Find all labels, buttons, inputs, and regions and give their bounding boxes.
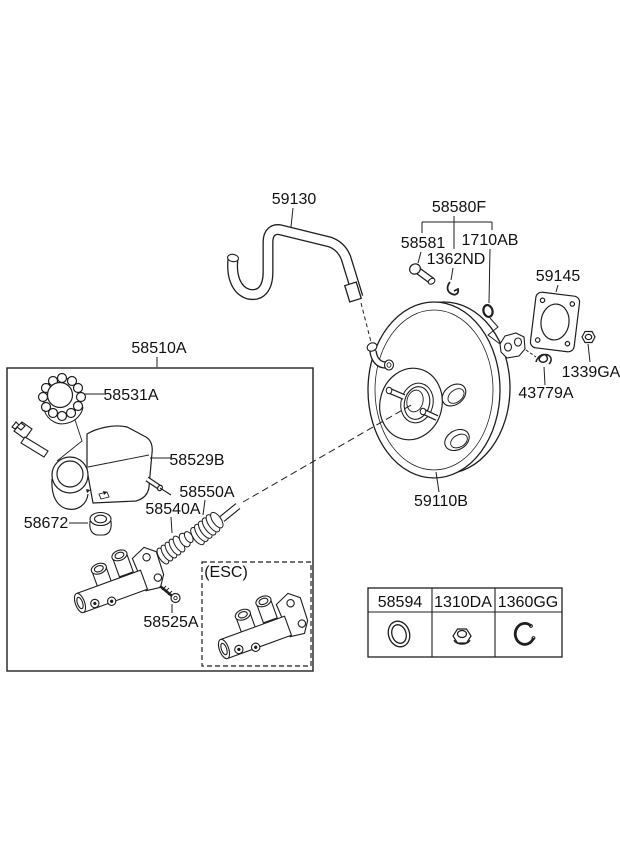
leader-zigzag bbox=[487, 317, 501, 345]
table-header-1310DA: 1310DA bbox=[434, 594, 492, 611]
master-cylinder-esc-drawing bbox=[206, 583, 313, 664]
hose-sleeve bbox=[343, 281, 363, 303]
leader-line bbox=[417, 251, 422, 264]
legend-table: 58594 1310DA 1360GG bbox=[367, 587, 563, 658]
level-sensor-plug bbox=[11, 421, 49, 458]
leader-line bbox=[290, 207, 294, 228]
reservoir-cap-drawing bbox=[37, 372, 87, 425]
booster-stud bbox=[385, 386, 406, 400]
part-label-58672: 58672 bbox=[24, 515, 69, 532]
part-label-1710AB: 1710AB bbox=[462, 232, 519, 249]
booster-stud bbox=[419, 407, 439, 421]
master-cylinder-drawing bbox=[62, 537, 169, 618]
nut-icon bbox=[581, 330, 596, 344]
leader-line bbox=[435, 471, 440, 493]
reservoir-drawing bbox=[51, 425, 172, 510]
part-label-58580F: 58580F bbox=[432, 199, 486, 216]
part-label-1339GA: 1339GA bbox=[562, 364, 620, 381]
check-valve bbox=[366, 342, 395, 371]
part-label-58581: 58581 bbox=[401, 235, 446, 252]
leader-line bbox=[587, 343, 591, 363]
part-label-58525A: 58525A bbox=[143, 614, 198, 631]
part-label-58540A: 58540A bbox=[145, 501, 200, 518]
esc-box bbox=[201, 561, 312, 667]
cap-position-line bbox=[56, 419, 83, 462]
leader-line bbox=[202, 499, 206, 516]
part-label-58510A: 58510A bbox=[131, 340, 186, 357]
o-ring-icon bbox=[482, 303, 494, 319]
wire-clip-icon bbox=[535, 353, 552, 365]
part-label-1362ND: 1362ND bbox=[427, 251, 486, 268]
gasket-drawing bbox=[529, 291, 581, 353]
leader-line bbox=[543, 366, 546, 386]
part-label-43779A: 43779A bbox=[518, 385, 573, 402]
table-header-58594: 58594 bbox=[378, 594, 423, 611]
part-label-59145: 59145 bbox=[536, 268, 581, 285]
bracket-lines-58580F bbox=[421, 216, 493, 249]
assembly-box bbox=[6, 367, 314, 672]
piston-kit-rear-drawing bbox=[190, 503, 241, 546]
screw-drawing bbox=[159, 585, 181, 604]
leader-line bbox=[488, 248, 491, 304]
leader-line bbox=[450, 267, 454, 281]
vacuum-hose-drawing bbox=[226, 224, 372, 343]
clamp-icon bbox=[446, 281, 460, 296]
o-ring-icon bbox=[387, 620, 411, 648]
booster-bracket bbox=[499, 332, 537, 359]
bolt-icon bbox=[409, 263, 436, 285]
leader-line bbox=[170, 516, 173, 534]
part-label-58529B: 58529B bbox=[169, 452, 224, 469]
snap-ring-icon bbox=[513, 622, 536, 646]
piston-kit-front-drawing bbox=[156, 531, 194, 565]
grommet-drawing bbox=[89, 511, 112, 536]
leader-line bbox=[555, 284, 559, 293]
flange-nut-icon bbox=[452, 628, 472, 645]
part-label-58531A: 58531A bbox=[103, 387, 158, 404]
part-label-58550A: 58550A bbox=[179, 484, 234, 501]
part-label-59130: 59130 bbox=[272, 191, 317, 208]
brake-booster-drawing bbox=[366, 301, 511, 479]
table-header-1360GG: 1360GG bbox=[498, 594, 558, 611]
esc-label: (ESC) bbox=[204, 564, 248, 581]
part-label-59110B: 59110B bbox=[414, 493, 468, 510]
